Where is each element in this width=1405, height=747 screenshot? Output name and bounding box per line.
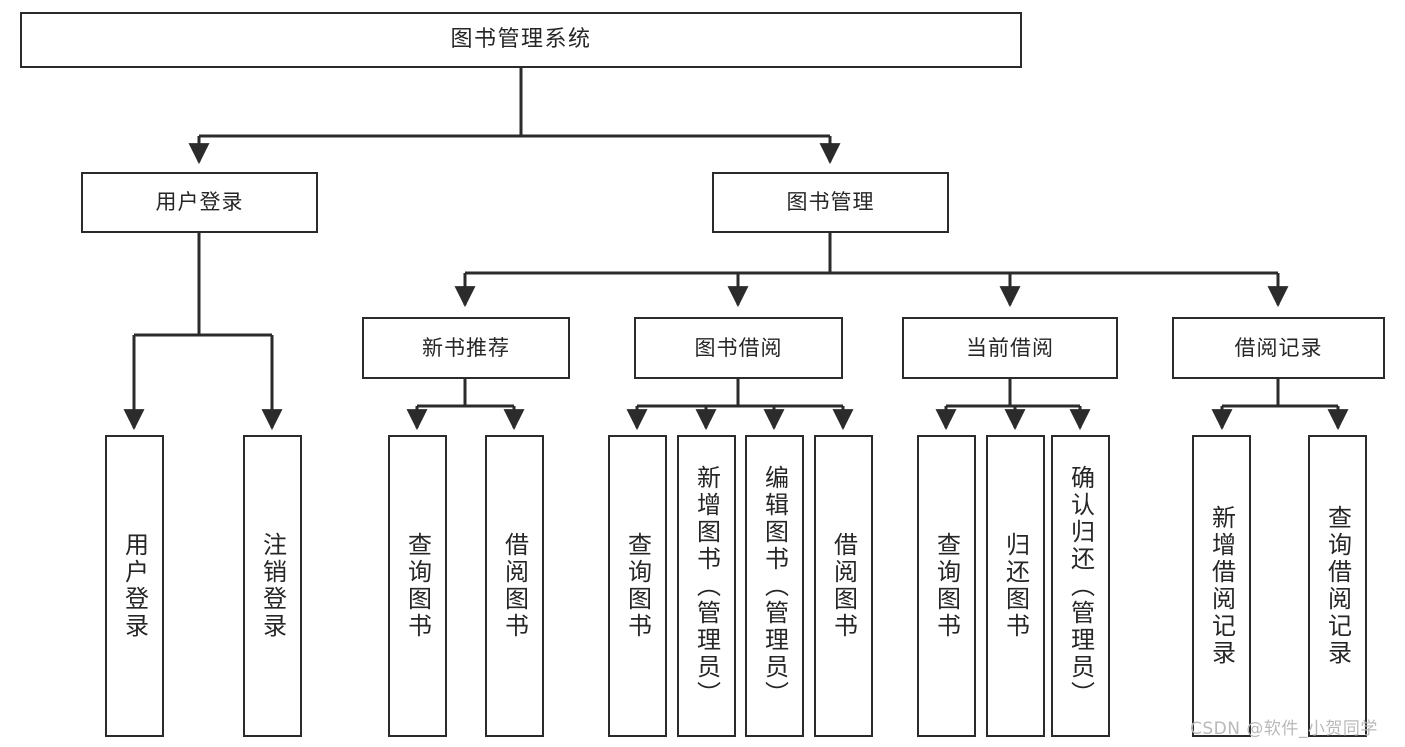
leaf-borrow-query-books[interactable]: 查询图书 xyxy=(608,435,667,737)
node-user-login[interactable]: 用户登录 xyxy=(81,172,318,233)
node-label: 查询图书 xyxy=(623,532,652,640)
node-new-book-recommendation[interactable]: 新书推荐 xyxy=(362,317,570,379)
leaf-record-add-borrow-record[interactable]: 新增借阅记录 xyxy=(1192,435,1251,737)
leaf-current-query-books[interactable]: 查询图书 xyxy=(917,435,976,737)
node-label: 新增图书（管理员） xyxy=(692,464,721,708)
node-label: 借阅记录 xyxy=(1234,335,1323,360)
leaf-user-login-logout[interactable]: 注销登录 xyxy=(243,435,302,737)
node-label: 新书推荐 xyxy=(422,335,510,360)
node-label: 新增借阅记录 xyxy=(1207,505,1236,667)
leaf-current-return-books[interactable]: 归还图书 xyxy=(986,435,1045,737)
leaf-borrow-borrow-books[interactable]: 借阅图书 xyxy=(814,435,873,737)
leaf-borrow-add-book-admin[interactable]: 新增图书（管理员） xyxy=(677,435,736,737)
node-label: 图书管理系统 xyxy=(450,27,592,53)
node-root-book-management-system[interactable]: 图书管理系统 xyxy=(20,12,1022,68)
node-label: 借阅图书 xyxy=(500,532,529,640)
node-book-management[interactable]: 图书管理 xyxy=(712,172,949,233)
leaf-new-book-query-books[interactable]: 查询图书 xyxy=(388,435,447,737)
leaf-current-confirm-return-admin[interactable]: 确认归还（管理员） xyxy=(1051,435,1110,737)
node-book-borrowing[interactable]: 图书借阅 xyxy=(634,317,843,379)
node-label: 确认归还（管理员） xyxy=(1066,464,1095,708)
node-label: 归还图书 xyxy=(1001,532,1030,640)
leaf-record-query-borrow-record[interactable]: 查询借阅记录 xyxy=(1308,435,1367,737)
node-current-borrowing[interactable]: 当前借阅 xyxy=(902,317,1118,379)
node-borrowing-records[interactable]: 借阅记录 xyxy=(1172,317,1385,379)
node-label: 查询借阅记录 xyxy=(1323,505,1352,667)
node-label: 查询图书 xyxy=(932,532,961,640)
leaf-user-login-login[interactable]: 用户登录 xyxy=(105,435,164,737)
node-label: 编辑图书（管理员） xyxy=(760,464,789,708)
leaf-new-book-borrow-books[interactable]: 借阅图书 xyxy=(485,435,544,737)
node-label: 借阅图书 xyxy=(829,532,858,640)
csdn-watermark: CSDN @软件_小贺同学 xyxy=(1190,719,1378,739)
node-label: 查询图书 xyxy=(403,532,432,640)
node-label: 当前借阅 xyxy=(966,335,1054,360)
leaf-borrow-edit-book-admin[interactable]: 编辑图书（管理员） xyxy=(745,435,804,737)
node-label: 用户登录 xyxy=(155,190,244,215)
node-label: 图书借阅 xyxy=(694,335,783,360)
node-label: 用户登录 xyxy=(120,532,149,640)
node-label: 注销登录 xyxy=(258,532,287,640)
node-label: 图书管理 xyxy=(786,190,875,215)
